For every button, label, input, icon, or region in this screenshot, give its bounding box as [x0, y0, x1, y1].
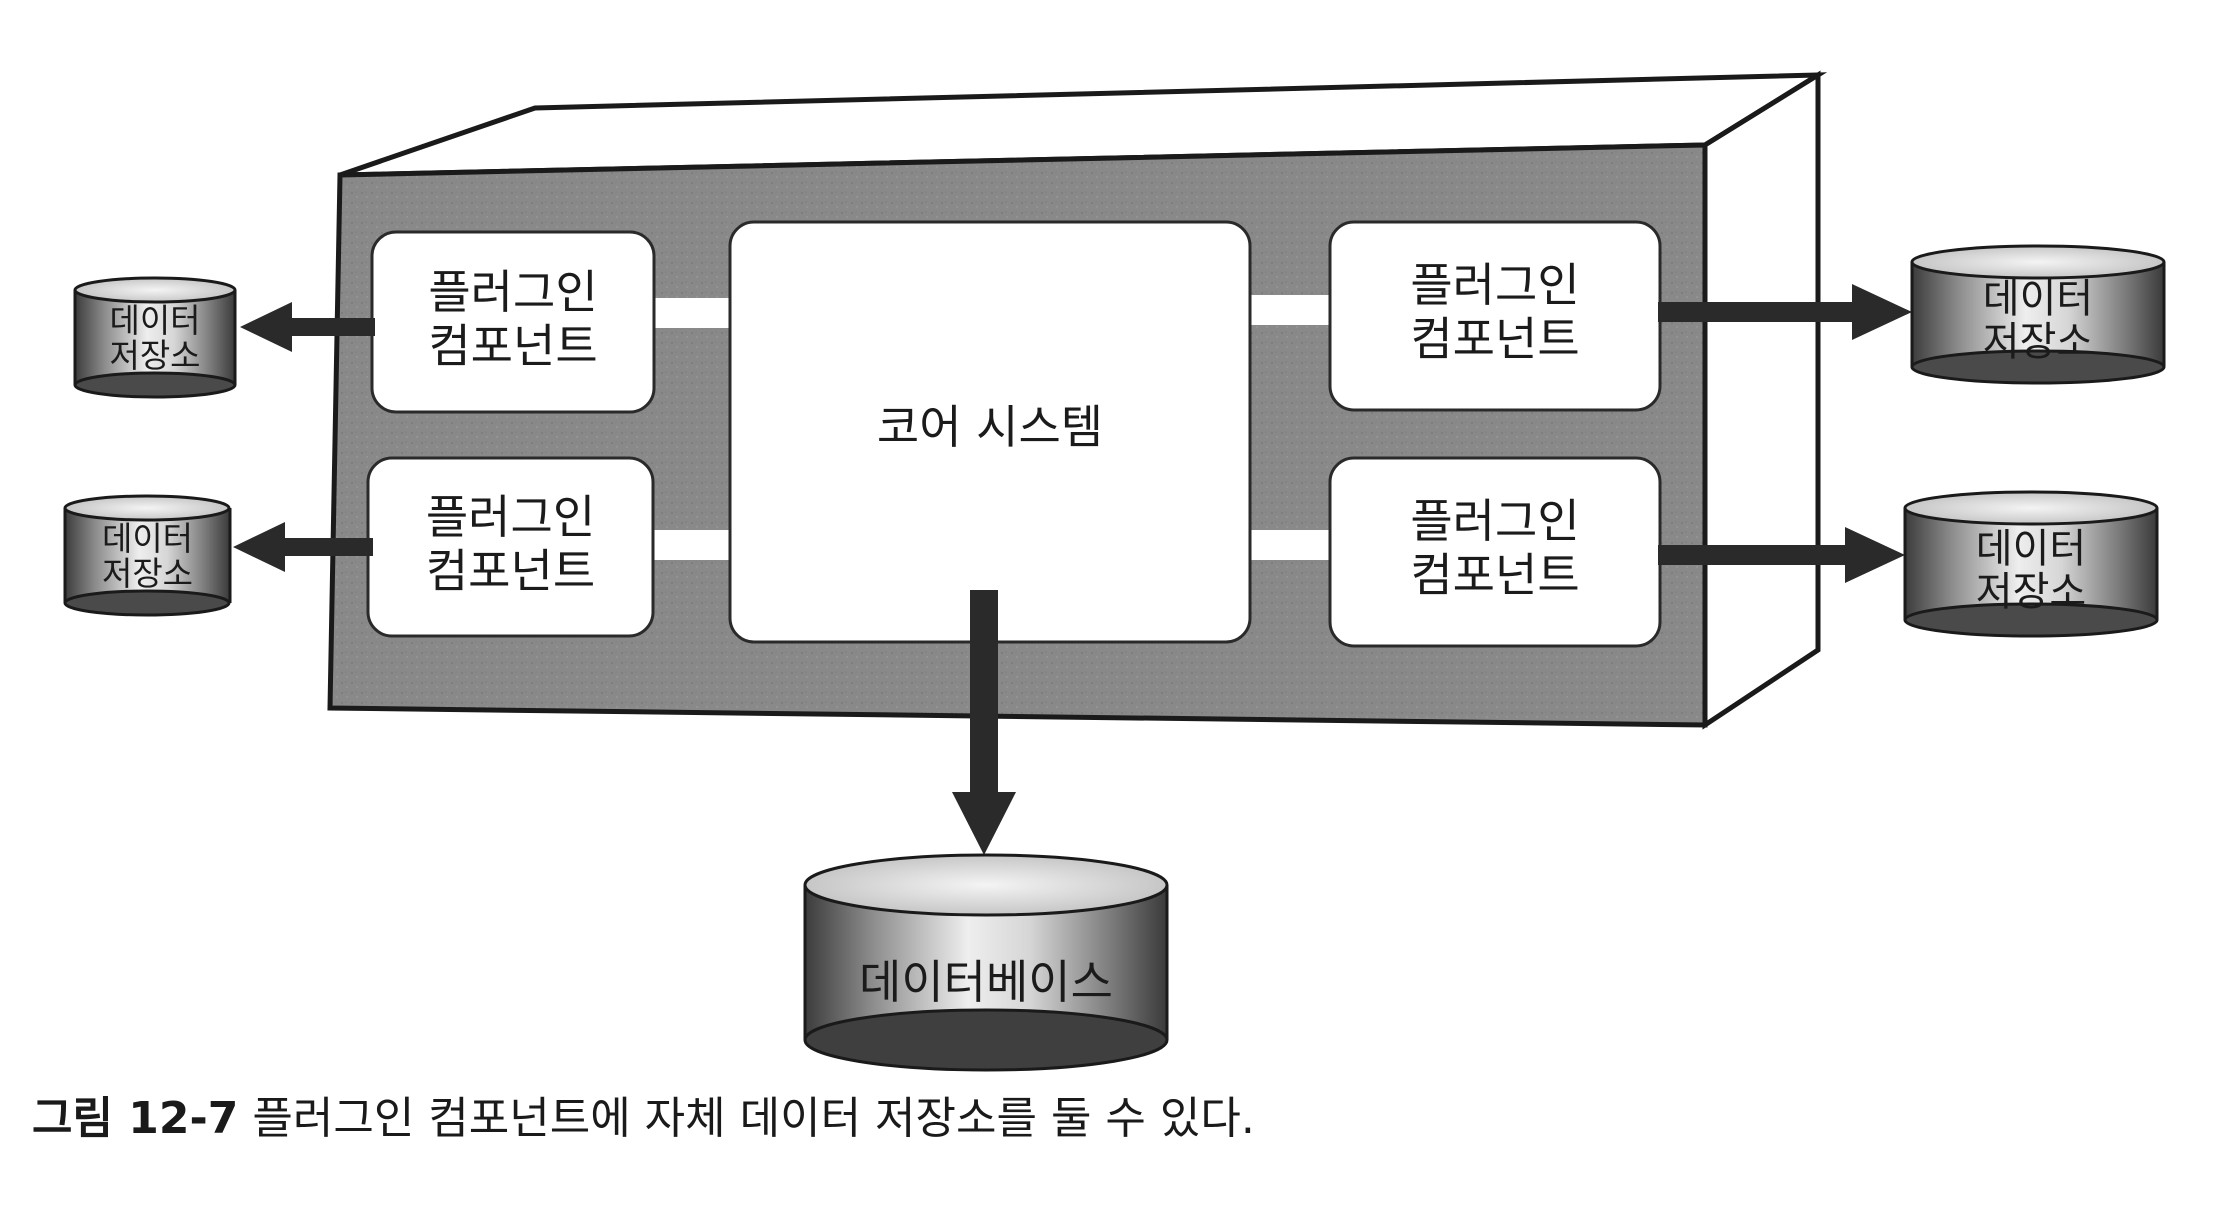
core-system-label: 코어 시스템	[876, 400, 1104, 454]
figure-caption-text: 플러그인 컴포넌트에 자체 데이터 저장소를 둘 수 있다.	[252, 1093, 1255, 1144]
datastore-cylinder-right-bottom	[1903, 490, 2159, 638]
datastore-cylinder-left-bottom	[63, 494, 232, 617]
datastore-label-right-bottom: 데이터 저장소	[1975, 526, 2087, 616]
plugin-label-top-right: 플러그인 컴포넌트	[1410, 258, 1580, 367]
datastore-cylinder-left-top	[73, 276, 237, 399]
arrow-right-top	[1658, 284, 1912, 340]
connector-bottom-left	[650, 530, 735, 560]
arrow-left-top	[240, 302, 375, 352]
datastore-cylinder-right-top	[1910, 244, 2166, 385]
database-label: 데이터베이스	[859, 955, 1113, 1009]
arrow-right-bottom	[1658, 527, 1905, 583]
figure-number: 그림 12-7	[32, 1093, 239, 1144]
figure-caption: 그림 12-7 플러그인 컴포넌트에 자체 데이터 저장소를 둘 수 있다.	[32, 1082, 1255, 1146]
datastore-label-right-top: 데이터 저장소	[1982, 276, 2094, 366]
arrow-core-to-database	[952, 590, 1016, 855]
connector-top-right	[1245, 295, 1330, 325]
box-side-face	[1702, 70, 1821, 730]
plugin-label-bottom-right: 플러그인 컴포넌트	[1410, 494, 1580, 603]
arrow-left-bottom	[233, 522, 373, 572]
plugin-label-top-left: 플러그인 컴포넌트	[428, 265, 598, 374]
plugin-label-bottom-left: 플러그인 컴포넌트	[425, 490, 596, 599]
datastore-label-left-top: 데이터 저장소	[109, 301, 201, 375]
connector-top-left	[650, 298, 735, 328]
datastore-label-left-bottom: 데이터 저장소	[101, 519, 194, 593]
connector-bottom-right	[1245, 530, 1330, 560]
database-cylinder	[803, 853, 1169, 1072]
